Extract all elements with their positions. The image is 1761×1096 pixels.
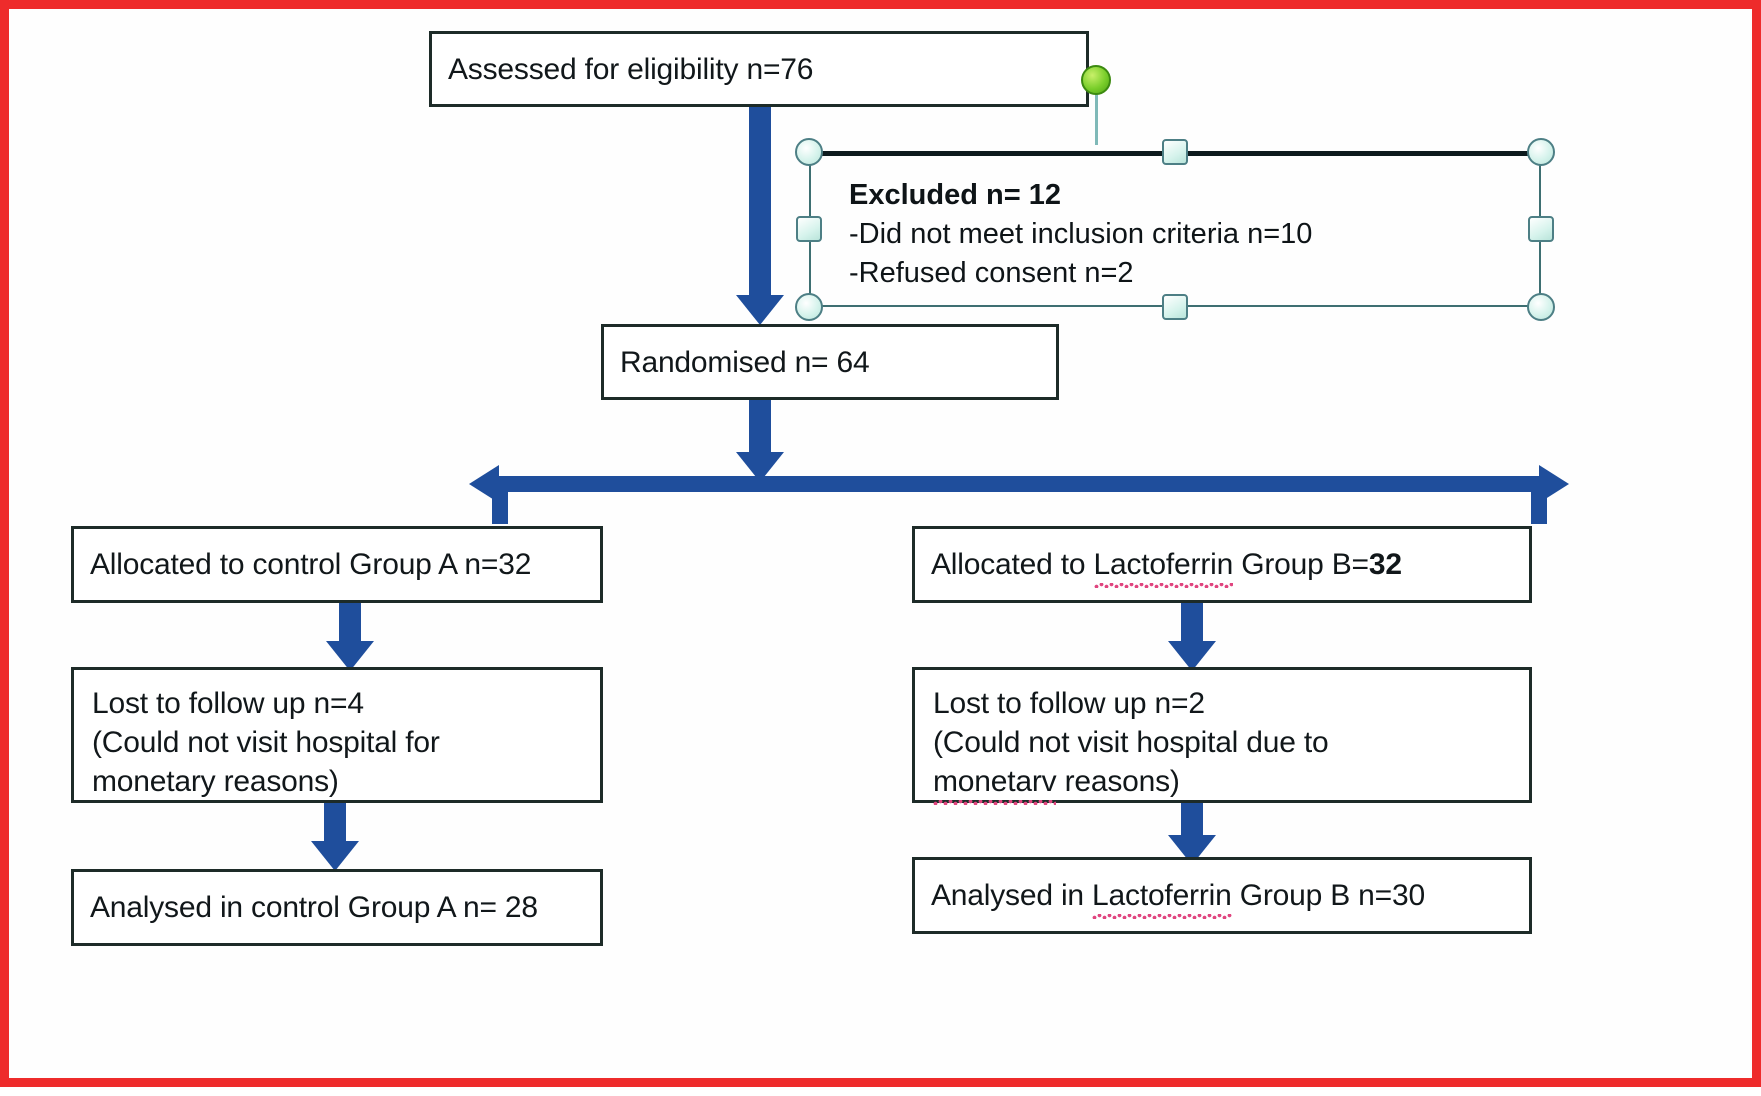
arrow-left-allocated-to-lost-shaft [339, 603, 361, 645]
node-right-lost-to-followup[interactable]: Lost to follow up n=2 (Could not visit h… [912, 667, 1532, 805]
excluded-line-1: -Did not meet inclusion criteria n=10 [849, 217, 1313, 250]
node-right-allocated-text: Allocated to Lactoferrin Group B=32 [931, 545, 1402, 588]
selection-handle-middle-right[interactable] [1528, 216, 1554, 242]
selection-handle-bottom-center[interactable] [1162, 294, 1188, 320]
node-left-analysed[interactable]: Analysed in control Group A n= 28 [71, 869, 603, 946]
selection-handle-bottom-left[interactable] [795, 293, 823, 321]
diagram-canvas: Assessed for eligibility n=76 Excluded n… [9, 9, 1761, 1096]
node-randomised-label: Randomised n= 64 [620, 345, 870, 379]
node-randomised[interactable]: Randomised n= 64 [601, 324, 1059, 400]
node-excluded-selected-textbox[interactable]: Excluded n= 12 -Did not meet inclusion c… [809, 151, 1541, 307]
arrow-randomised-to-split-shaft [749, 400, 771, 456]
node-right-lost-line-2: (Could not visit hospital due to [933, 726, 1329, 759]
node-right-analysed-suffix: Group B n=30 [1231, 879, 1425, 912]
node-right-analysed-text: Analysed in Lactoferrin Group B n=30 [931, 876, 1425, 919]
node-assessed-label: Assessed for eligibility n=76 [448, 52, 814, 86]
selection-handle-bottom-right[interactable] [1527, 293, 1555, 321]
arrow-right-allocated-to-lost-head [1168, 641, 1216, 671]
node-right-allocated-count: 32 [1368, 548, 1402, 581]
node-assessed-for-eligibility[interactable]: Assessed for eligibility n=76 [429, 31, 1089, 107]
excluded-textbox-content: Excluded n= 12 -Did not meet inclusion c… [849, 176, 1312, 293]
node-left-lost-line-2: (Could not visit hospital for [92, 726, 440, 759]
selection-handle-top-left[interactable] [795, 138, 823, 166]
selection-handle-top-right[interactable] [1527, 138, 1555, 166]
split-arrow-shaft [499, 476, 1539, 492]
node-right-allocated-prefix: Allocated to [931, 548, 1094, 581]
split-drop-right [1531, 476, 1547, 524]
node-left-lost-line-1: Lost to follow up n=4 [92, 687, 364, 720]
selection-handle-top-center[interactable] [1162, 139, 1188, 165]
node-left-lost-to-followup[interactable]: Lost to follow up n=4 (Could not visit h… [71, 667, 603, 803]
node-left-allocated-label: Allocated to control Group A n=32 [90, 548, 532, 581]
arrow-left-lost-to-analysed-head [311, 841, 359, 871]
node-right-lost-line-1: Lost to follow up n=2 [933, 687, 1205, 720]
node-right-lost-line-3: monetarv reasons) [933, 762, 1511, 805]
node-left-analysed-label: Analysed in control Group A n= 28 [90, 891, 538, 924]
node-right-allocated-middle: Group B= [1233, 548, 1369, 581]
arrow-left-allocated-to-lost-head [326, 641, 374, 671]
misspelled-word-monetarv: monetarv [933, 762, 1057, 805]
node-right-allocated[interactable]: Allocated to Lactoferrin Group B=32 [912, 526, 1532, 603]
arrow-right-lost-to-analysed-shaft [1181, 803, 1203, 839]
arrow-right-allocated-to-lost-shaft [1181, 603, 1203, 645]
rotation-handle-knob[interactable] [1081, 65, 1111, 95]
arrow-assessed-to-randomised-shaft [749, 107, 771, 299]
rotation-handle-stem [1095, 93, 1098, 145]
misspelled-word-lactoferrin-analysed: Lactoferrin [1092, 876, 1232, 919]
node-right-lost-line-3-suffix: reasons) [1056, 765, 1180, 798]
node-right-analysed[interactable]: Analysed in Lactoferrin Group B n=30 [912, 857, 1532, 934]
arrow-assessed-to-randomised-head [736, 295, 784, 325]
excluded-line-2: -Refused consent n=2 [849, 256, 1134, 289]
node-left-allocated[interactable]: Allocated to control Group A n=32 [71, 526, 603, 603]
node-right-analysed-prefix: Analysed in [931, 879, 1093, 912]
split-drop-left [492, 476, 508, 524]
selection-handle-middle-left[interactable] [796, 216, 822, 242]
node-left-lost-line-3: monetary reasons) [92, 765, 339, 798]
arrow-left-lost-to-analysed-shaft [324, 803, 346, 845]
excluded-header: Excluded n= 12 [849, 179, 1061, 211]
misspelled-word-lactoferrin-allocated: Lactoferrin [1093, 545, 1233, 588]
